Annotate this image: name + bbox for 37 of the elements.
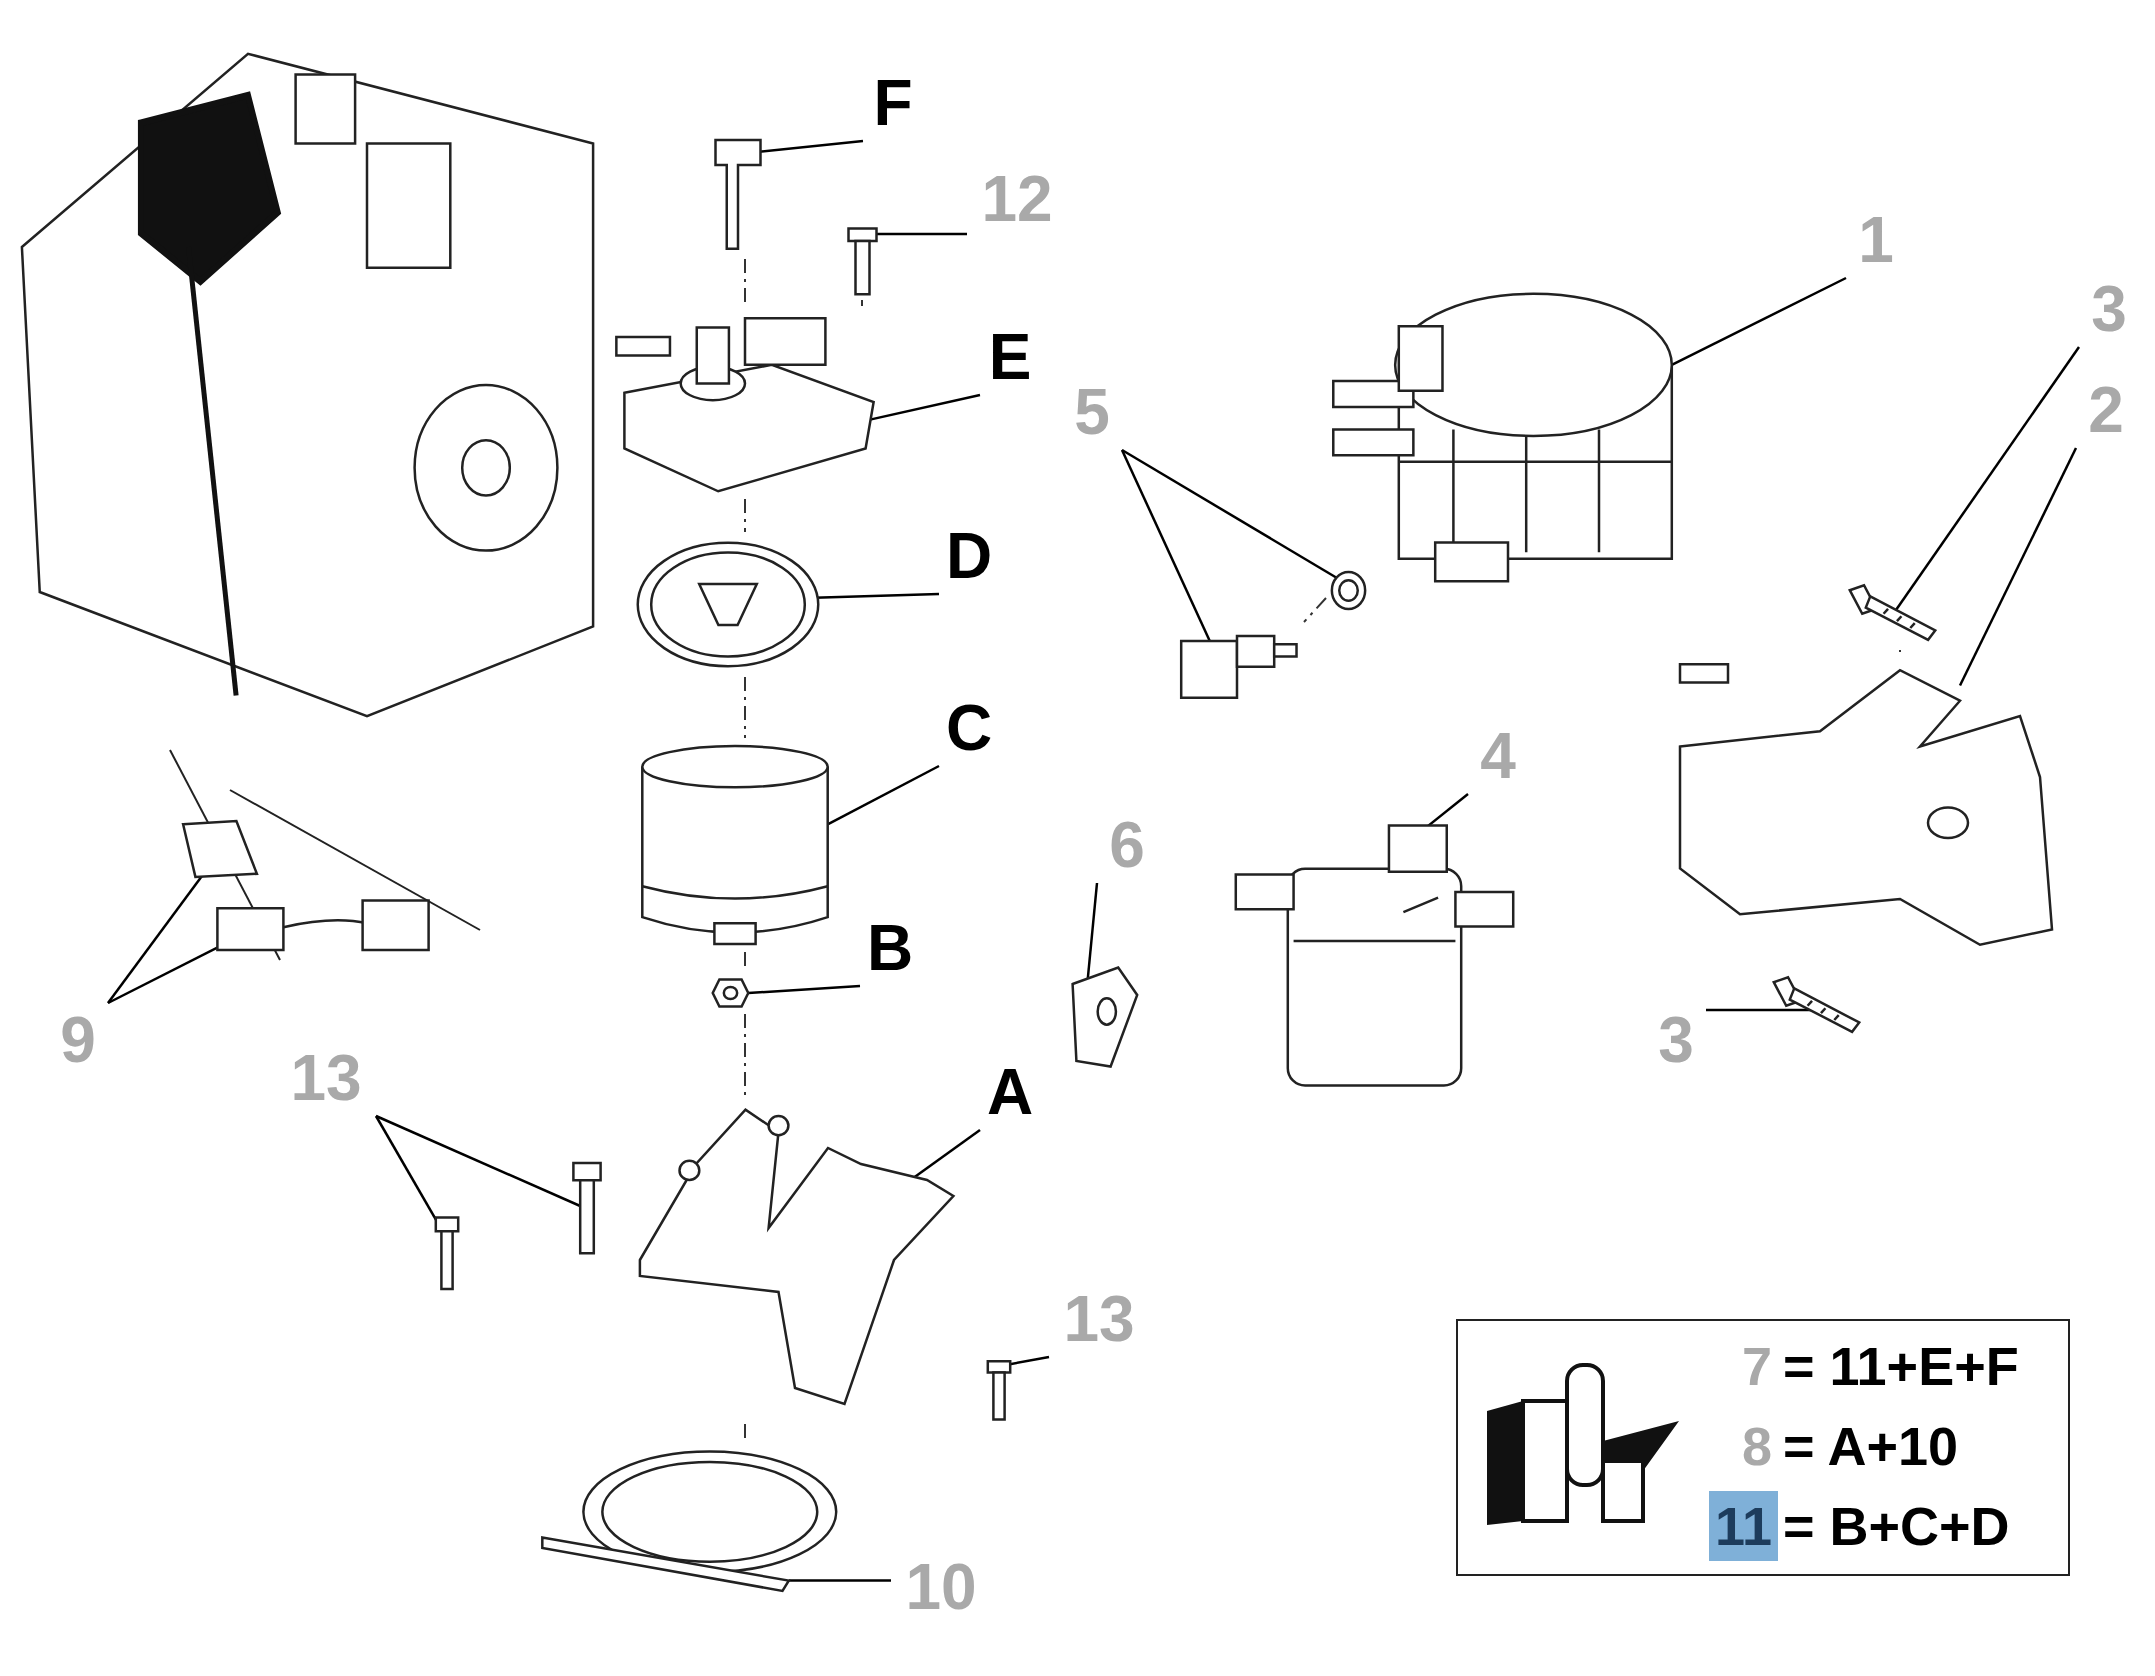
callout-number: 6 <box>1097 808 1157 883</box>
callout-letter: E <box>980 320 1040 395</box>
callout-letter: A <box>980 1055 1040 1130</box>
callout-number: 2 <box>2076 373 2136 448</box>
kit-number: 7 <box>1740 1335 1773 1398</box>
callout-letter: B <box>860 911 920 986</box>
kit-number: 11 <box>1708 1491 1778 1561</box>
callout-number: 13 <box>276 1041 376 1116</box>
callout-number: 10 <box>891 1550 991 1625</box>
leader-line <box>1671 276 1847 366</box>
leader-line <box>1121 448 1339 580</box>
clip-drawing <box>179 818 261 880</box>
kit-contents: = A+10 <box>1783 1415 1959 1478</box>
o-ring-drawing <box>1330 570 1367 611</box>
callout-letter: C <box>939 691 999 766</box>
callout-letter: F <box>863 66 923 141</box>
bolt-drawing <box>985 1360 1013 1422</box>
callout-letter: D <box>939 519 999 594</box>
bolt-drawing <box>845 227 880 297</box>
callout-number: 3 <box>1646 1003 1706 1078</box>
leader-line <box>1086 882 1099 979</box>
kit-contents: = B+C+D <box>1783 1495 2010 1558</box>
callout-number: 5 <box>1062 375 1122 450</box>
nut-drawing <box>712 976 749 1010</box>
bolt-drawing <box>570 1161 604 1257</box>
callout-number: 13 <box>1049 1282 1149 1357</box>
bolt-drawing <box>433 1216 461 1292</box>
callout-number: 3 <box>2079 272 2139 347</box>
kit-number: 8 <box>1740 1415 1773 1478</box>
leader-line <box>827 764 940 826</box>
callout-number: 1 <box>1846 203 1906 278</box>
callout-number: 4 <box>1468 719 1528 794</box>
callout-number: 9 <box>48 1003 108 1078</box>
leader-line <box>1958 447 2078 687</box>
kit-contents: = 11+E+F <box>1783 1335 2019 1398</box>
callout-number: 12 <box>967 162 1067 237</box>
leader-line <box>748 984 861 995</box>
